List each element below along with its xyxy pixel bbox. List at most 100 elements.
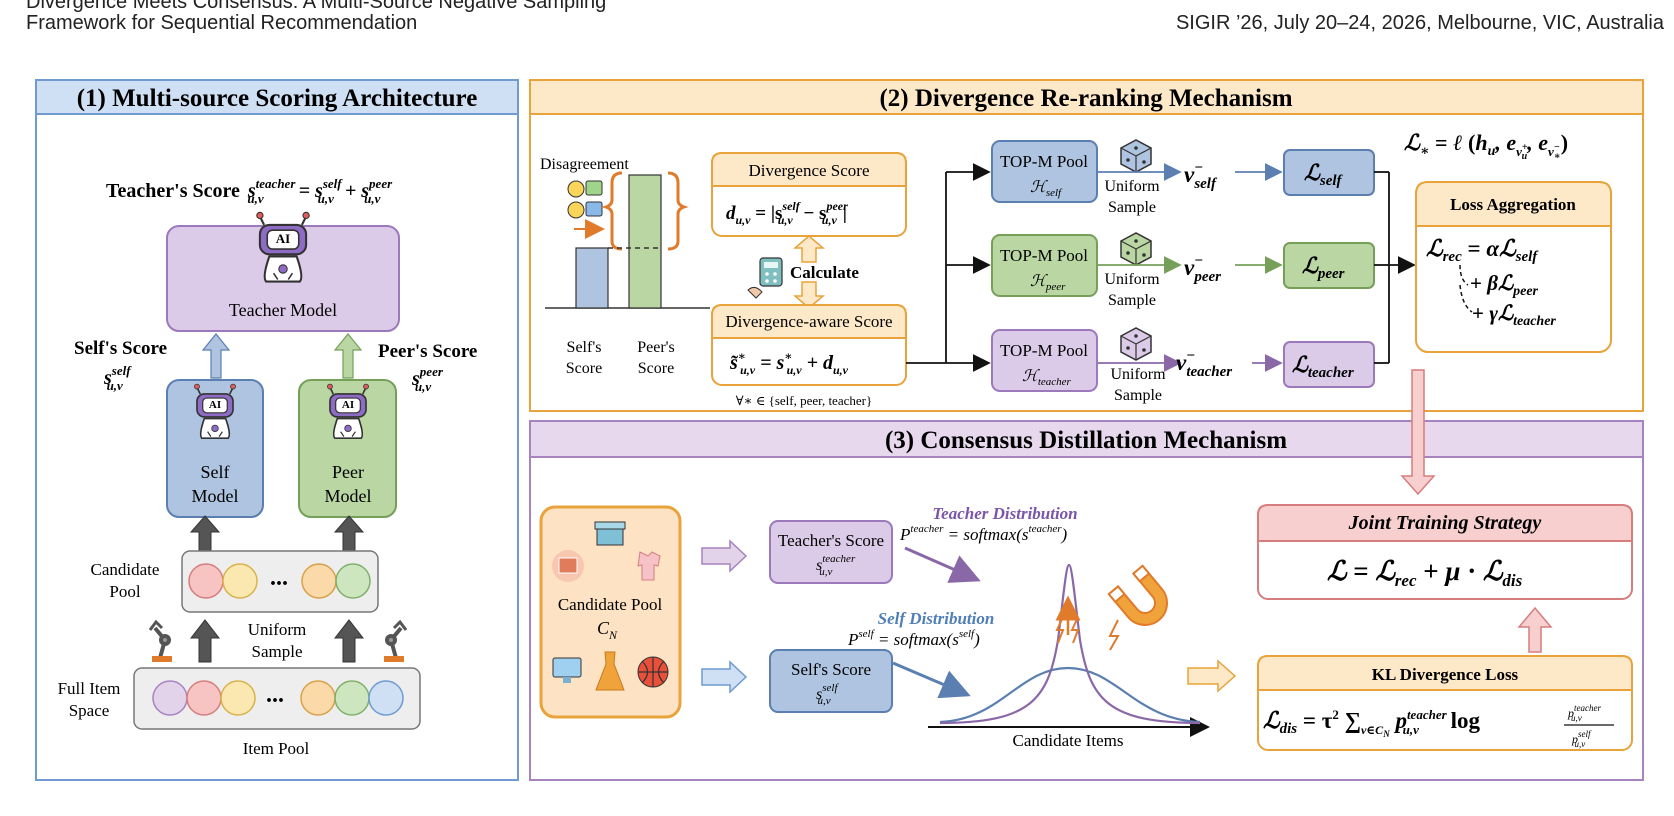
uniform-sample-peer-line1: Uniform (1104, 271, 1160, 288)
self-ai-badge: AI (209, 399, 221, 411)
shirt-icon (637, 551, 661, 581)
pool-to-peer-arrow (333, 515, 365, 553)
self-score-label: Self's Score (74, 338, 167, 359)
self-score-bar (575, 247, 609, 309)
self-model-line2: Model (192, 486, 239, 506)
robot-arm-icon-left (148, 619, 172, 662)
monitor-icon (552, 657, 582, 683)
teacher-score-to-curve-arrow (904, 546, 981, 583)
calculate-up-arrow (792, 235, 826, 263)
divergence-score-title: Divergence Score (749, 161, 870, 180)
dice-icon-teacher (1120, 327, 1152, 361)
dice-icon-peer (1120, 232, 1152, 266)
kl-to-joint-arrow (1517, 606, 1553, 653)
disagreement-brace (601, 171, 623, 251)
lightning-icon-left (1055, 616, 1065, 644)
self-model (166, 379, 264, 518)
self-distribution-formula: Pself = softmax(sself) (847, 628, 980, 649)
self-model-line1: Self (201, 462, 230, 482)
self-score-to-curve-arrow (892, 661, 971, 699)
candidate-pool-line2: Pool (109, 582, 140, 601)
teacher-score-formula: s (247, 180, 256, 202)
space-to-pool-arrow-left (189, 619, 221, 663)
candidate-pool-line1: Candidate (91, 560, 160, 579)
loss-merge-lines (1374, 171, 1416, 364)
self-bar-label-line1: Self's (567, 339, 602, 356)
teacher-score-title: Teacher's Score (778, 531, 884, 550)
self-score-title: Self's Score (791, 660, 871, 679)
panel-consensus-distillation: (3) Consensus Distillation Mechanism Can… (529, 369, 1644, 781)
loss-teacher-symbol: ℒteacher (1292, 352, 1354, 381)
calculate-label: Calculate (790, 263, 859, 282)
magnet-icon (1107, 564, 1168, 626)
disagreement-faces-icon (567, 180, 603, 219)
box-icon (594, 521, 626, 546)
uniform-sample-peer-line2: Sample (1108, 292, 1156, 309)
self-bar-label-line2: Score (566, 360, 602, 377)
topm-pool-peer-label: TOP-M Pool (1000, 246, 1088, 265)
loss-aggregation-title: Loss Aggregation (1450, 195, 1576, 214)
venue-line: SIGIR ’26, July 20–24, 2026, Melbourne, … (1175, 12, 1664, 34)
joint-loss-formula: ℒ = ℒrec + μ · ℒdis (1327, 556, 1523, 590)
full-item-space-line1: Full Item (58, 679, 121, 698)
teacher-score-box (769, 520, 893, 584)
loss-agg-dashed-arrows (1459, 264, 1473, 313)
peer-model-line2: Model (325, 486, 372, 506)
magnet-lightning-icon (1108, 619, 1120, 651)
aggregation-to-joint-arrow (1400, 369, 1436, 496)
full-item-space-line2: Space (69, 701, 110, 720)
peer-model-line1: Peer (332, 462, 364, 482)
panel-divergence-reranking: (2) Divergence Re-ranking Mechanism Disa… (529, 79, 1644, 412)
topm-pool-self-label: TOP-M Pool (1000, 152, 1088, 171)
item-pool-ellipsis: ... (266, 682, 284, 708)
curves-to-kl-arrow (1187, 659, 1237, 693)
pool-to-teacher-score-arrow (701, 539, 748, 573)
self-to-teacher-arrow (201, 333, 231, 379)
self-distribution-curve (939, 666, 1201, 724)
space-to-pool-arrow-right (333, 619, 365, 663)
candidate-ellipsis: ... (270, 565, 288, 591)
panel1-title: (1) Multi-source Scoring Architecture (77, 85, 478, 112)
item-pool-label: Item Pool (243, 739, 310, 758)
panel3-title: (3) Consensus Distillation Mechanism (885, 427, 1287, 454)
disagreement-label: Disagreement (540, 156, 629, 173)
uniform-sample-line2: Sample (252, 642, 303, 661)
pool-to-self-score-arrow (701, 660, 748, 694)
paper-title-line2: Framework for Sequential Recommendation (26, 12, 418, 34)
peer-score-label: Peer's Score (378, 341, 477, 362)
uniform-sample-teacher-line2: Sample (1114, 387, 1162, 404)
dice-icon-self (1120, 139, 1152, 173)
teacher-distribution-curve (939, 563, 1201, 725)
basketball-icon (637, 656, 669, 688)
photo-icon (552, 550, 584, 582)
uniform-sample-self-line1: Uniform (1104, 178, 1160, 195)
peer-bar-label-line1: Peer's (637, 339, 675, 356)
topm-pool-teacher (991, 329, 1098, 392)
calculate-down-arrow (792, 281, 826, 309)
uniform-sample-teacher-line1: Uniform (1110, 366, 1166, 383)
peer-bar-label-line2: Score (638, 360, 674, 377)
self-score-box (769, 649, 893, 713)
panel2-title: (2) Divergence Re-ranking Mechanism (879, 85, 1292, 112)
paper-title-line1: Divergence Meets Consensus: A Multi-Sour… (26, 0, 607, 13)
self-distribution-label: Self Distribution (878, 609, 995, 628)
joint-training-title: Joint Training Strategy (1348, 512, 1542, 534)
robot-arm-icon-right (384, 619, 408, 662)
peer-ai-badge: AI (342, 399, 354, 411)
uniform-sample-self-line2: Sample (1108, 199, 1156, 216)
loss-teacher-box (1283, 341, 1375, 388)
forall-note: ∀∗ ∈ {self, peer, teacher} (736, 393, 872, 408)
topm-pool-teacher-label: TOP-M Pool (1000, 341, 1088, 360)
pool-to-self-arrow (189, 515, 221, 553)
pool-branch-lines (906, 163, 991, 372)
topm-pool-self (991, 140, 1098, 203)
panel-multi-source-scoring: (1) Multi-source Scoring Architecture Te… (35, 79, 519, 781)
peer-to-teacher-arrow (333, 333, 363, 379)
lightning-icon-right (1070, 616, 1080, 644)
teacher-model-label: Teacher Model (229, 300, 337, 320)
topm-pool-peer (991, 234, 1098, 297)
candidate-pool-name: Candidate Pool (558, 595, 663, 614)
